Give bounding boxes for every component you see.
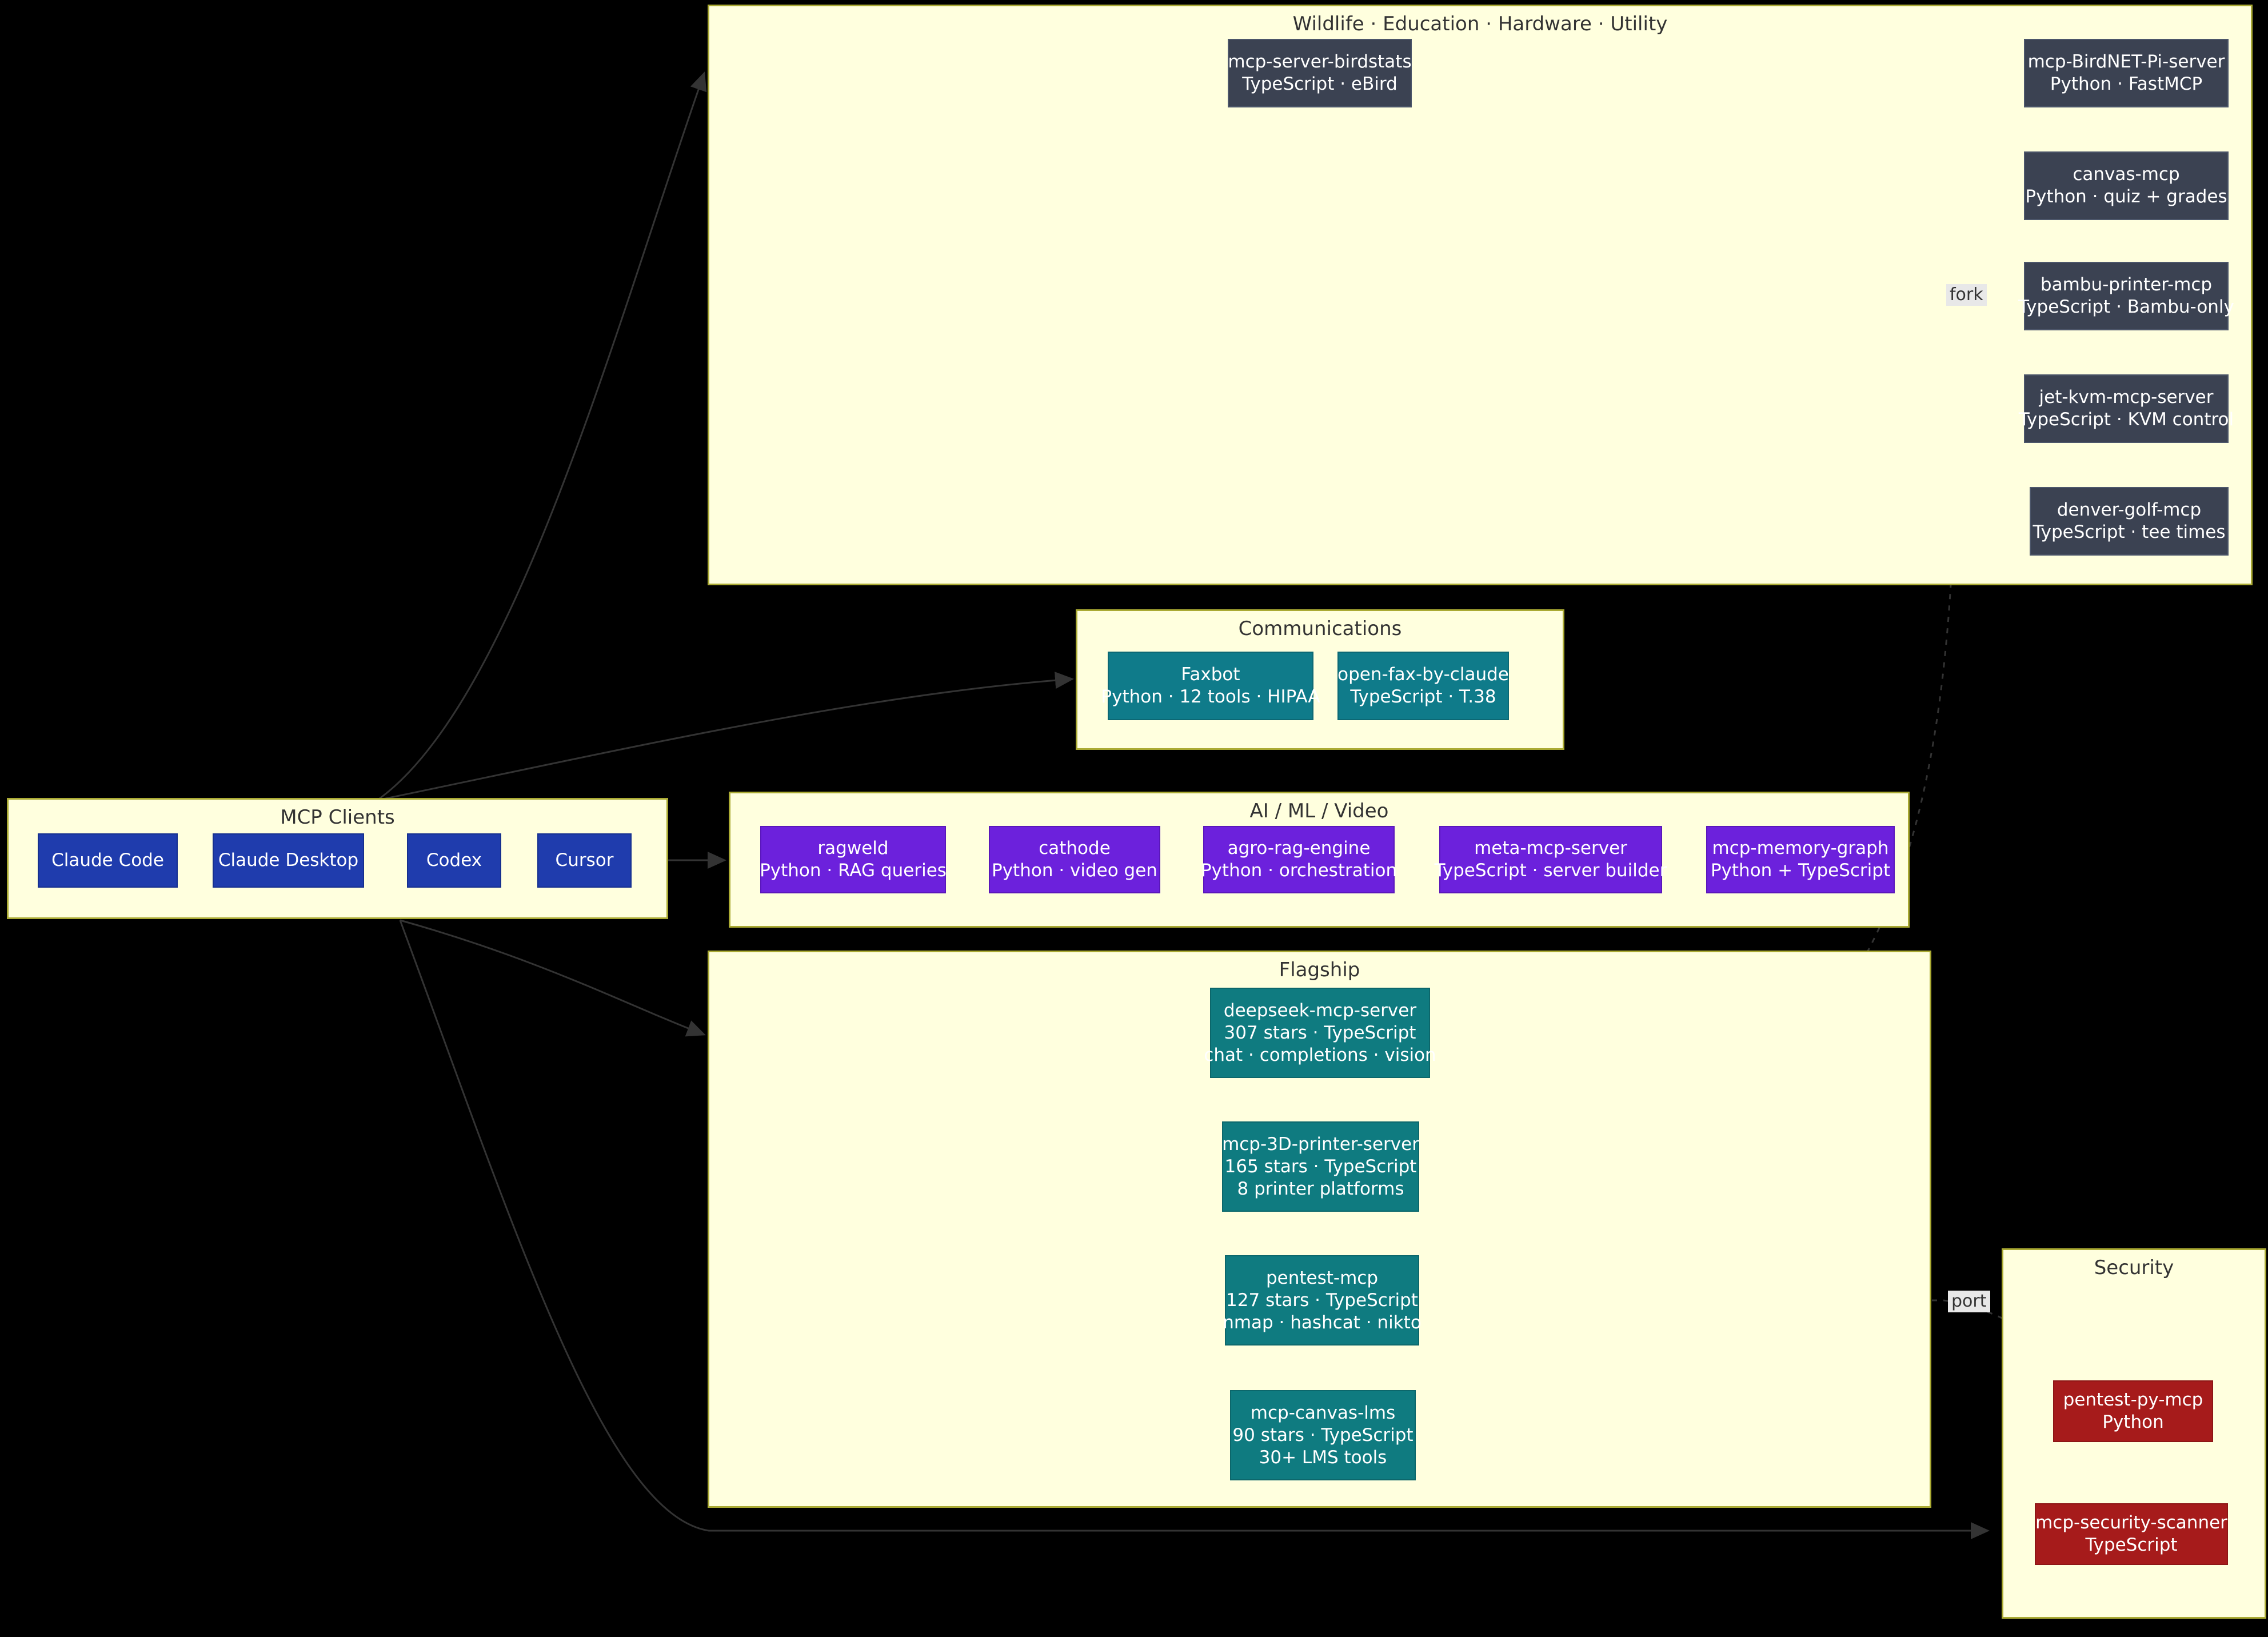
node-meta2: nmap · hashcat · nikto (1223, 1312, 1422, 1333)
node-meta: TypeScript · eBird (1242, 74, 1397, 94)
edge-clients-to-flagship (400, 919, 706, 1037)
node-meta: TypeScript · T.38 (1350, 686, 1496, 707)
node-title: Claude Desktop (218, 850, 359, 871)
cluster-title-wildlife: Wildlife · Education · Hardware · Utilit… (1292, 13, 1668, 35)
node-jet-kvm-mcp-server[interactable]: jet-kvm-mcp-server TypeScript · KVM cont… (2019, 374, 2234, 443)
node-meta: Python · orchestration (1200, 860, 1397, 881)
node-meta: Python (2102, 1412, 2164, 1432)
node-title: canvas-mcp (2073, 164, 2180, 185)
node-agro-rag-engine[interactable]: agro-rag-engine Python · orchestration (1200, 826, 1397, 893)
node-title: agro-rag-engine (1227, 838, 1371, 859)
node-title: jet-kvm-mcp-server (2039, 387, 2214, 408)
cluster-title-ai-ml-video: AI / ML / Video (1249, 800, 1389, 823)
node-title: mcp-3D-printer-server (1222, 1133, 1419, 1155)
node-cursor[interactable]: Cursor (537, 833, 632, 888)
node-title: denver-golf-mcp (2057, 500, 2202, 520)
node-title: Cursor (555, 850, 614, 871)
node-meta: 90 stars · TypeScript (1232, 1424, 1413, 1446)
node-meta: TypeScript · Bambu-only (2018, 297, 2234, 317)
node-title: cathode (1039, 838, 1111, 859)
node-meta: 307 stars · TypeScript (1224, 1022, 1416, 1043)
node-claude-desktop[interactable]: Claude Desktop (213, 833, 364, 888)
node-claude-code[interactable]: Claude Code (38, 833, 178, 888)
cluster-title-flagship: Flagship (1279, 959, 1360, 981)
node-canvas-mcp[interactable]: canvas-mcp Python · quiz + grades (2024, 151, 2229, 220)
node-meta: Python · 12 tools · HIPAA (1101, 686, 1320, 707)
node-meta: Python + TypeScript (1710, 860, 1891, 881)
node-title: pentest-mcp (1265, 1267, 1379, 1288)
node-meta: Python · RAG queries (760, 860, 947, 881)
node-bambu-printer-mcp[interactable]: bambu-printer-mcp TypeScript · Bambu-onl… (2018, 262, 2234, 330)
node-open-fax-by-claude[interactable]: open-fax-by-claude TypeScript · T.38 (1337, 652, 1509, 720)
node-meta2: chat · completions · vision (1204, 1044, 1436, 1065)
cluster-wildlife: Wildlife · Education · Hardware · Utilit… (708, 5, 2253, 585)
node-title: open-fax-by-claude (1337, 664, 1509, 685)
node-title: Claude Code (51, 850, 164, 871)
node-title: Codex (426, 850, 482, 871)
edge-label-fork: fork (1946, 284, 1987, 306)
node-mcp-memory-graph[interactable]: mcp-memory-graph Python + TypeScript (1706, 826, 1895, 893)
node-meta: TypeScript · KVM control (2018, 409, 2234, 430)
node-meta2: 8 printer platforms (1237, 1178, 1404, 1199)
node-title: mcp-memory-graph (1712, 838, 1889, 859)
node-meta: TypeScript · server builder (1434, 860, 1667, 881)
node-title: mcp-BirdNET-Pi-server (2027, 51, 2225, 72)
node-meta: 127 stars · TypeScript (1226, 1289, 1418, 1311)
node-cathode[interactable]: cathode Python · video gen (989, 826, 1160, 893)
node-title: deepseek-mcp-server (1223, 1000, 1417, 1021)
node-meta: 165 stars · TypeScript (1224, 1156, 1417, 1177)
node-title: pentest-py-mcp (2063, 1390, 2203, 1410)
node-pentest-py-mcp[interactable]: pentest-py-mcp Python (2053, 1380, 2213, 1442)
node-title: mcp-security-scanner (2035, 1512, 2227, 1533)
node-meta-mcp-server[interactable]: meta-mcp-server TypeScript · server buil… (1435, 826, 1667, 893)
node-pentest-mcp[interactable]: pentest-mcp 127 stars · TypeScript nmap … (1223, 1255, 1422, 1345)
node-meta: TypeScript · tee times (2033, 522, 2226, 542)
node-meta: TypeScript (2085, 1535, 2178, 1555)
node-codex[interactable]: Codex (407, 833, 501, 888)
edge-clients-to-communications (377, 672, 1074, 801)
edge-label-port: port (1948, 1291, 1990, 1312)
node-denver-golf-mcp[interactable]: denver-golf-mcp TypeScript · tee times (2030, 487, 2229, 556)
node-mcp-birdnet-pi-server[interactable]: mcp-BirdNET-Pi-server Python · FastMCP (2024, 39, 2229, 107)
node-mcp-canvas-lms[interactable]: mcp-canvas-lms 90 stars · TypeScript 30+… (1230, 1390, 1416, 1480)
cluster-title-communications: Communications (1238, 617, 1402, 640)
node-meta: Python · FastMCP (2050, 74, 2203, 94)
node-title: Faxbot (1181, 664, 1240, 685)
node-ragweld[interactable]: ragweld Python · RAG queries (760, 826, 947, 893)
node-faxbot[interactable]: Faxbot Python · 12 tools · HIPAA (1101, 652, 1320, 720)
node-title: mcp-server-birdstats (1228, 51, 1412, 72)
node-title: mcp-canvas-lms (1250, 1402, 1396, 1423)
node-title: bambu-printer-mcp (2040, 274, 2213, 295)
node-meta2: 30+ LMS tools (1259, 1447, 1387, 1468)
node-meta: Python · quiz + grades (2025, 186, 2227, 207)
cluster-title-mcp-clients: MCP Clients (280, 806, 395, 829)
node-title: meta-mcp-server (1474, 838, 1627, 859)
node-mcp-server-birdstats[interactable]: mcp-server-birdstats TypeScript · eBird (1228, 39, 1412, 107)
node-deepseek-mcp-server[interactable]: deepseek-mcp-server 307 stars · TypeScri… (1204, 988, 1436, 1078)
cluster-title-security: Security (2094, 1256, 2174, 1279)
edge-clients-to-wildlife (377, 71, 707, 801)
node-mcp-security-scanner[interactable]: mcp-security-scanner TypeScript (2035, 1503, 2228, 1565)
node-title: ragweld (817, 838, 889, 859)
node-mcp-3d-printer-server[interactable]: mcp-3D-printer-server 165 stars · TypeSc… (1222, 1121, 1419, 1212)
node-meta: Python · video gen (992, 860, 1157, 881)
